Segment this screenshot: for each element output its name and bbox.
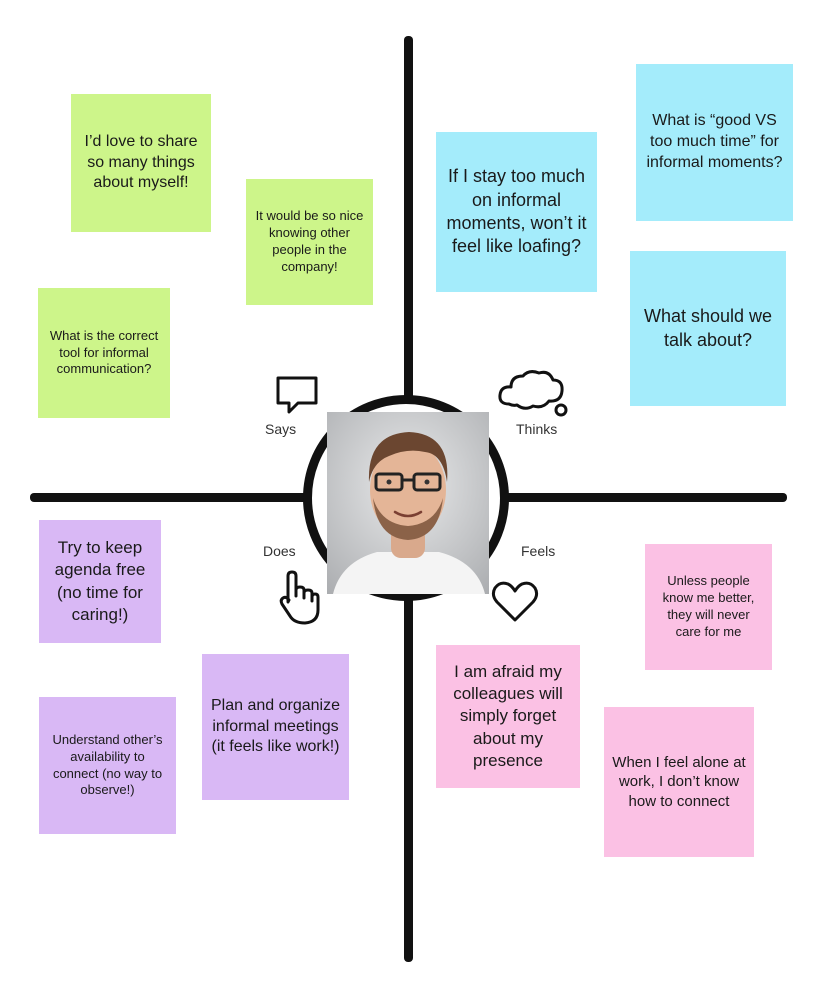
persona-photo	[327, 412, 489, 594]
says-label: Says	[265, 421, 297, 437]
does-note-1: Try to keep agenda free (no time for car…	[39, 520, 161, 643]
says-note-3: What is the correct tool for informal co…	[38, 288, 170, 418]
thinks-note-2: What is “good VS too much time” for info…	[636, 64, 793, 221]
thinks-note-3: What should we talk about?	[630, 251, 786, 406]
feels-label: Feels	[521, 543, 556, 559]
does-label: Does	[263, 543, 296, 559]
does-note-2: Plan and organize informal meetings (it …	[202, 654, 349, 800]
thinks-label: Thinks	[516, 421, 558, 437]
heart-icon	[491, 581, 539, 622]
feels-note-2: I am afraid my colleagues will simply fo…	[436, 645, 580, 788]
does-note-3: Understand other’s availability to conne…	[39, 697, 176, 834]
speech-bubble-icon	[276, 376, 318, 414]
pointing-hand-icon	[279, 570, 320, 625]
says-note-1: I’d love to share so many things about m…	[71, 94, 211, 232]
thought-cloud-icon	[498, 370, 568, 417]
thinks-note-1: If I stay too much on informal moments, …	[436, 132, 597, 292]
feels-note-3: When I feel alone at work, I don’t know …	[604, 707, 754, 857]
feels-note-1: Unless people know me better, they will …	[645, 544, 772, 670]
says-note-2: It would be so nice knowing other people…	[246, 179, 373, 305]
